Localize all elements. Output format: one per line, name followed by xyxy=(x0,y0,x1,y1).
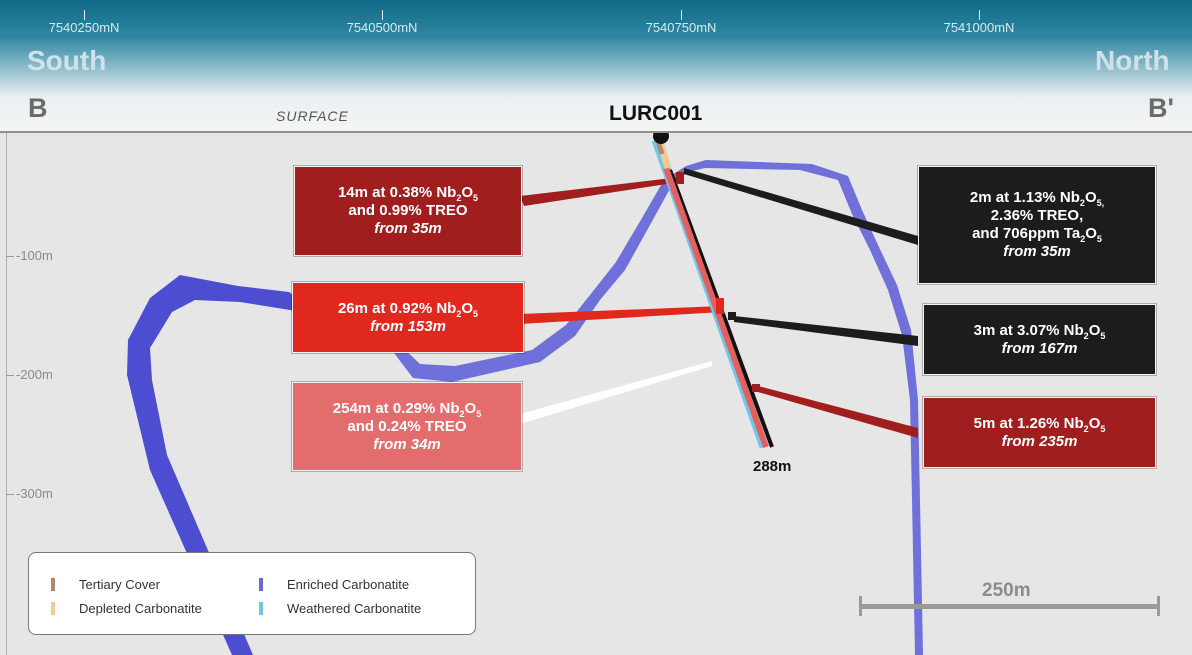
callout-line: 2.36% TREO, xyxy=(990,207,1084,224)
legend-label: Depleted Carbonatite xyxy=(79,601,202,616)
northing-label: 7541000mN xyxy=(943,20,1015,35)
northing-tick xyxy=(84,10,85,20)
callout-line: and 0.99% TREO xyxy=(348,202,468,219)
scale-bar xyxy=(859,596,1160,616)
depth-axis-line xyxy=(6,133,7,655)
depth-tick xyxy=(6,494,14,495)
callout-line: 254m at 0.29% Nb2O5 xyxy=(332,399,482,419)
callout-from: from 35m xyxy=(1003,243,1071,260)
depth-tick xyxy=(6,375,14,376)
legend-label: Enriched Carbonatite xyxy=(287,577,410,592)
section-end-label: B' xyxy=(1148,93,1174,123)
leader-2m xyxy=(684,168,918,245)
intercept-tick-26m xyxy=(716,298,724,314)
depth-tick xyxy=(6,256,14,257)
northing-label: 7540250mN xyxy=(48,20,120,35)
intercept-callout-26m: 26m at 0.92% Nb2O5 from 153m xyxy=(292,282,524,353)
intercept-callout-3m: 3m at 3.07% Nb2O5 from 167m xyxy=(923,304,1156,375)
legend: Tertiary Cover Depleted Carbonatite Enri… xyxy=(28,552,476,635)
legend-item-depleted-carbonatite: Depleted Carbonatite xyxy=(51,601,202,616)
legend-label: Weathered Carbonatite xyxy=(287,601,422,616)
leader-254m xyxy=(520,361,712,424)
callout-from: from 235m xyxy=(1001,432,1078,450)
callout-from: from 167m xyxy=(1001,339,1078,357)
drill-trace xyxy=(651,128,774,449)
legend-item-weathered-carbonatite: Weathered Carbonatite xyxy=(259,601,421,616)
callout-from: from 34m xyxy=(373,435,441,453)
intercept-callout-2m: 2m at 1.13% Nb2O5, 2.36% TREO, and 706pp… xyxy=(918,166,1156,284)
callout-from: from 35m xyxy=(374,220,442,237)
drillhole-name: LURC001 xyxy=(609,102,703,125)
legend-item-tertiary-cover: Tertiary Cover xyxy=(51,577,160,592)
northing-tick xyxy=(979,10,980,20)
legend-swatch xyxy=(259,578,263,591)
depth-label: -200m xyxy=(16,367,53,382)
callout-line: 2m at 1.13% Nb2O5, xyxy=(969,189,1105,208)
surface-label: SURFACE xyxy=(276,108,349,124)
callout-line: and 0.24% TREO xyxy=(347,417,467,435)
scale-bar-label: 250m xyxy=(982,580,1031,601)
northing-label: 7540750mN xyxy=(645,20,717,35)
northing-tick xyxy=(382,10,383,20)
callout-from: from 153m xyxy=(370,317,446,335)
northing-label: 7540500mN xyxy=(346,20,418,35)
depth-label: -300m xyxy=(16,486,53,501)
intercept-callout-5m: 5m at 1.26% Nb2O5 from 235m xyxy=(923,397,1156,468)
northing-tick xyxy=(681,10,682,20)
intercept-tick-5m xyxy=(752,384,760,392)
intercept-callout-254m: 254m at 0.29% Nb2O5 and 0.24% TREO from … xyxy=(292,382,522,471)
callout-line: and 706ppm Ta2O5 xyxy=(972,225,1102,244)
leader-14m xyxy=(520,177,680,206)
callout-line: 14m at 0.38% Nb2O5 xyxy=(337,184,479,203)
legend-swatch xyxy=(51,578,55,591)
legend-item-enriched-carbonatite: Enriched Carbonatite xyxy=(259,577,409,592)
callout-line: 5m at 1.26% Nb2O5 xyxy=(973,414,1106,434)
intercept-tick-14m xyxy=(676,172,684,184)
leader-3m xyxy=(734,316,918,346)
depth-label: -100m xyxy=(16,248,53,263)
leader-5m xyxy=(758,386,918,438)
intercept-leaders xyxy=(520,168,918,438)
legend-swatch xyxy=(259,602,263,615)
section-header: 7540250mN 7540500mN 7540750mN 7541000mN … xyxy=(0,0,1192,133)
callout-line: 3m at 3.07% Nb2O5 xyxy=(973,321,1106,341)
legend-label: Tertiary Cover xyxy=(79,577,160,592)
section-start-label: B xyxy=(28,93,48,123)
intercept-callout-14m: 14m at 0.38% Nb2O5 and 0.99% TREO from 3… xyxy=(294,166,522,256)
leader-26m xyxy=(520,306,722,324)
intercept-tick-3m xyxy=(728,312,736,320)
legend-swatch xyxy=(51,602,55,615)
end-of-hole-depth: 288m xyxy=(753,458,792,475)
north-label: North xyxy=(1095,45,1170,76)
south-label: South xyxy=(27,45,107,76)
callout-line: 26m at 0.92% Nb2O5 xyxy=(337,299,479,319)
